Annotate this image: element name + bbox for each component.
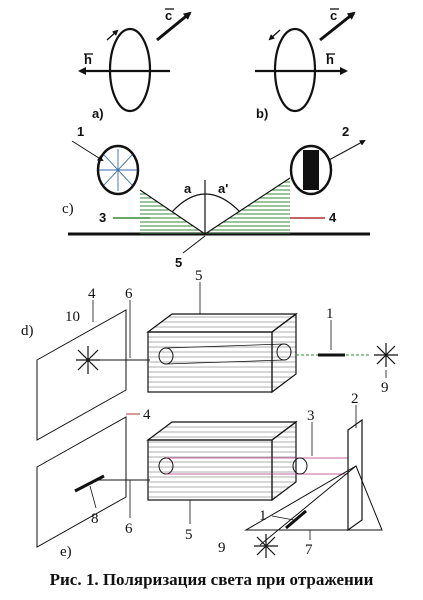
- panel-label-a: a): [92, 106, 104, 121]
- source-stick-e: [285, 509, 307, 530]
- tube-d-upper: [165, 343, 285, 349]
- unpolarized-arrows: [99, 149, 137, 191]
- box-d-front: [147, 331, 273, 393]
- label-c-b: c: [330, 8, 337, 23]
- polarized-band: [303, 150, 319, 190]
- angle-arc: [171, 193, 241, 213]
- panel-a: h c a): [78, 8, 192, 121]
- mirror-plate: [347, 418, 363, 532]
- leader-5: [182, 235, 206, 254]
- screen-e: [36, 416, 127, 548]
- label-c1: 1: [77, 124, 84, 139]
- panel-b: h c b): [255, 8, 356, 121]
- panel-d: 4 6 5 10 1 9 d): [21, 268, 398, 441]
- source-star-d: [374, 343, 398, 367]
- panel-label-b: b): [256, 106, 268, 121]
- label-angle-a-prime: a': [218, 181, 228, 196]
- tube-d-lower: [165, 359, 285, 365]
- box-e-top: [146, 421, 298, 441]
- leader-e8: [89, 485, 97, 509]
- label-e4: 4: [143, 407, 151, 423]
- label-c5: 5: [175, 255, 182, 270]
- panel-label-d: d): [21, 323, 34, 339]
- label-e1: 1: [259, 508, 267, 524]
- label-e7: 7: [305, 542, 313, 558]
- unpolarized-spot-d: [76, 346, 100, 374]
- reflected-ray: [204, 177, 291, 235]
- label-d10: 10: [65, 309, 80, 325]
- rotation-arrow-a: [106, 29, 119, 41]
- label-d9: 9: [381, 380, 389, 396]
- label-e8: 8: [91, 511, 99, 527]
- label-c2: 2: [342, 124, 349, 139]
- label-c3: 3: [99, 210, 106, 225]
- panel-e: 4 3 2 8 6 5 1 9 7 e): [36, 391, 383, 560]
- vector-c-a: [156, 11, 192, 42]
- incident-beam-e: [259, 465, 357, 546]
- figure-caption: Рис. 1. Поляризация света при отражении: [49, 570, 374, 589]
- outgoing-beam: [328, 140, 366, 161]
- leader-e1: [271, 515, 295, 521]
- reflection-triangle: [244, 465, 383, 531]
- label-e2: 2: [351, 391, 359, 407]
- box-d-top: [146, 313, 298, 333]
- label-d4: 4: [88, 286, 96, 302]
- vector-c-b: [319, 11, 356, 42]
- label-d1: 1: [326, 306, 334, 322]
- rotation-arrow-b: [268, 29, 281, 41]
- panel-label-c: c): [62, 201, 74, 217]
- label-d6: 6: [125, 286, 133, 302]
- source-star-e: [254, 534, 278, 558]
- label-h-b: h: [326, 52, 334, 67]
- label-e6: 6: [125, 521, 133, 537]
- label-e3: 3: [307, 408, 315, 424]
- label-c4: 4: [329, 210, 337, 225]
- label-angle-a: a: [184, 181, 192, 196]
- screen-d: [36, 309, 127, 441]
- label-e5: 5: [185, 527, 193, 543]
- box-e-front: [147, 439, 273, 501]
- incoming-beam: [71, 140, 104, 162]
- tube-e-right: [292, 457, 308, 475]
- polarized-spot-e: [74, 474, 105, 493]
- label-h-a: h: [84, 52, 92, 67]
- panel-label-e: e): [60, 544, 72, 560]
- label-d5: 5: [195, 268, 203, 284]
- label-c-a: c: [165, 8, 172, 23]
- panel-c: 1 2 3 4 5 a a' c): [62, 124, 370, 270]
- label-e9: 9: [218, 540, 226, 556]
